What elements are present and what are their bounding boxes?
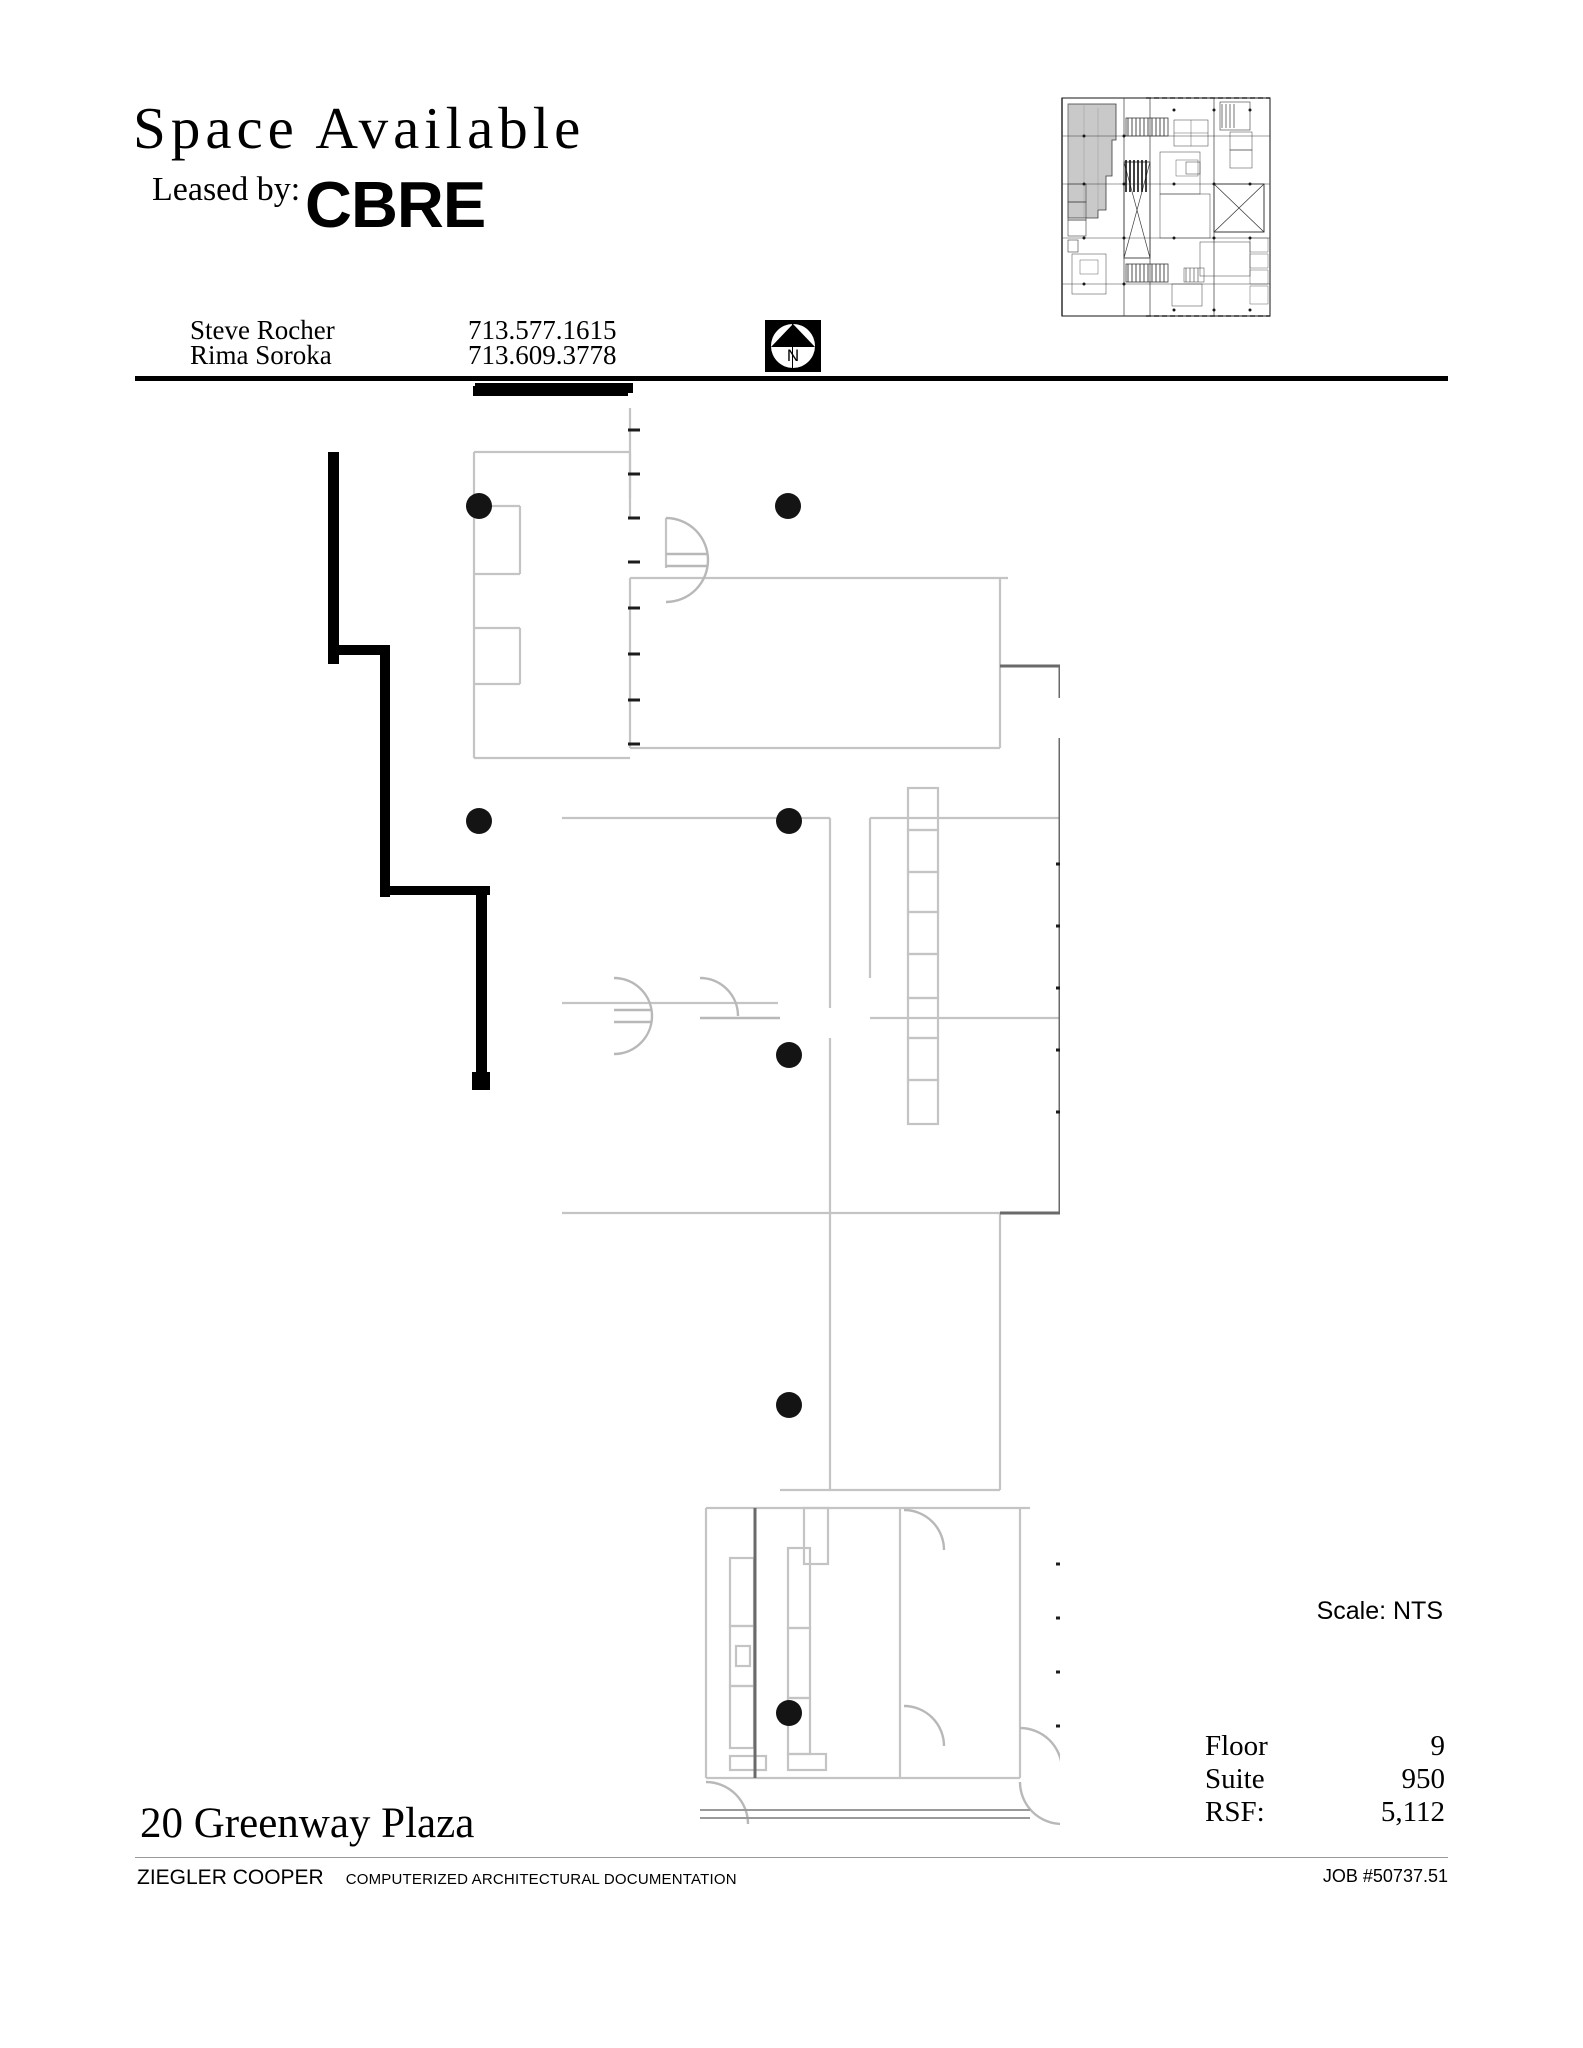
- contact-name: Rima Soroka: [190, 340, 332, 370]
- spec-row: RSF: 5,112: [1205, 1796, 1445, 1829]
- north-arrow-icon: N: [765, 320, 821, 372]
- spec-row: Floor 9: [1205, 1730, 1445, 1763]
- mullion-ticks: [628, 428, 1060, 1728]
- contact-row: Rima Soroka 713.609.3778: [190, 340, 648, 370]
- contact-list: Steve Rocher 713.577.1615 Rima Soroka 71…: [190, 315, 648, 370]
- contact-name: Steve Rocher: [190, 315, 335, 345]
- interior-partitions: [472, 408, 1060, 1780]
- architecture-firm-tagline: COMPUTERIZED ARCHITECTURAL DOCUMENTATION: [345, 1871, 737, 1888]
- structural-column: [466, 808, 492, 834]
- exterior-demising-wall-left: [328, 452, 339, 664]
- contact-phone: 713.609.3778: [468, 340, 617, 370]
- structural-column: [776, 1392, 802, 1418]
- compass-axis: [792, 324, 793, 368]
- structural-column: [466, 493, 492, 519]
- medium-walls: [753, 664, 1060, 1778]
- leased-by-label: Leased by:: [152, 171, 301, 208]
- wall-node: [472, 1072, 490, 1090]
- wall-node: [476, 886, 487, 1086]
- page-title: Space Available: [133, 95, 586, 161]
- footer-divider: [135, 1857, 1448, 1858]
- contact-row: Steve Rocher 713.577.1615: [190, 315, 648, 345]
- suite-floor-plan-drawing: [400, 378, 1060, 1828]
- spec-value: 9: [1430, 1730, 1446, 1762]
- job-number: JOB #50737.51: [1322, 1866, 1448, 1886]
- spec-value: 5,112: [1380, 1796, 1445, 1828]
- contact-phone: 713.577.1615: [468, 315, 617, 345]
- header-divider: [135, 376, 1448, 381]
- heavy-wall-fills: [475, 383, 633, 393]
- structural-column: [775, 493, 801, 519]
- exterior-demising-wall-top: [473, 386, 628, 396]
- corridor-band: [700, 1809, 1030, 1819]
- header-block: Space Available Leased by: CBRE Steve Ro…: [0, 0, 1583, 395]
- compass-needle: [771, 324, 815, 347]
- spec-label: Suite: [1205, 1763, 1265, 1795]
- structural-column: [776, 808, 802, 834]
- spec-row: Suite 950: [1205, 1763, 1445, 1796]
- door-swings: [613, 516, 1060, 1826]
- cbre-logo: CBRE: [305, 168, 486, 241]
- wall-node: [380, 886, 490, 895]
- structural-column: [776, 1700, 802, 1726]
- spec-label: RSF:: [1205, 1796, 1265, 1828]
- demising-walls: [475, 384, 630, 392]
- architecture-firm-name: ZIEGLER COOPER: [137, 1866, 324, 1889]
- building-name: 20 Greenway Plaza: [140, 1800, 475, 1847]
- suite-specs-table: Floor 9 Suite 950 RSF: 5,112: [1205, 1730, 1445, 1829]
- structural-column: [776, 1042, 802, 1068]
- key-plan-thumbnail: [1054, 88, 1280, 326]
- spec-label: Floor: [1205, 1730, 1268, 1762]
- footer-credit: ZIEGLER COOPER COMPUTERIZED ARCHITECTURA…: [137, 1866, 737, 1890]
- spec-value: 950: [1401, 1763, 1446, 1795]
- wall-node: [380, 645, 390, 897]
- wall-node: [328, 645, 390, 655]
- north-label: N: [786, 346, 800, 365]
- scale-note: Scale: NTS: [1316, 1597, 1443, 1625]
